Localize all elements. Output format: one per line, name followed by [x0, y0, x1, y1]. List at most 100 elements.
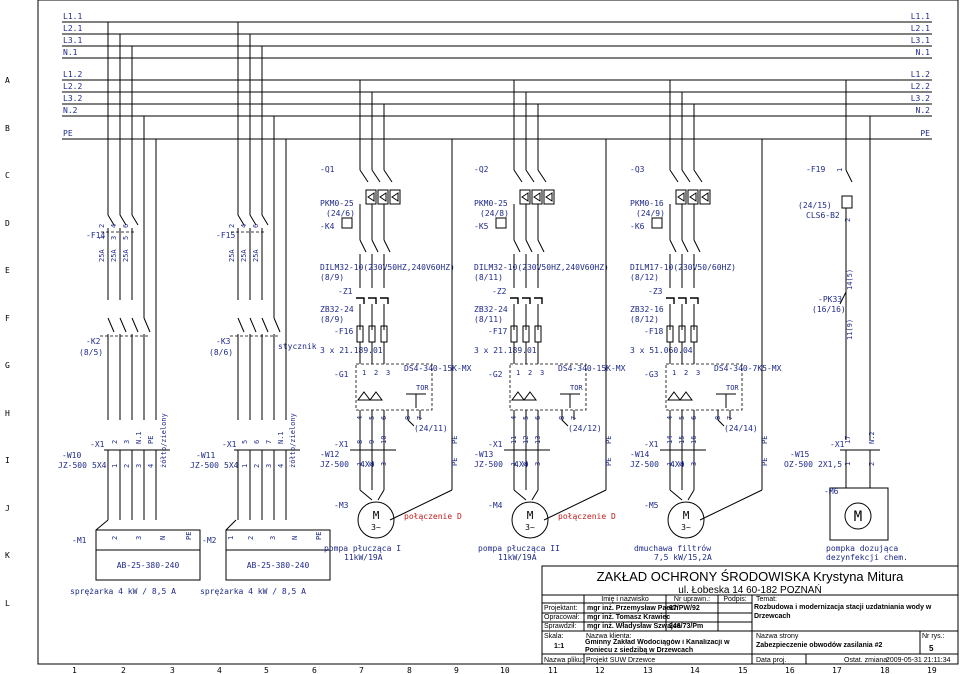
col-permit: Nr uprawn.: [674, 596, 710, 603]
k-label: -K5 [474, 222, 489, 231]
motor-desc2: 11kW/19A [498, 553, 537, 562]
projektant-permit: 67/PW/92 [669, 605, 700, 612]
row-letter: L [5, 599, 10, 608]
rail-label-right: L2.1 [911, 24, 930, 33]
data-label: Data proj. [756, 657, 786, 664]
k-type: DILM32-10(230V50HZ,240V60HZ) [474, 263, 609, 272]
x1-term: 3 [123, 440, 131, 444]
w-term: 1 [241, 464, 249, 468]
g-box [665, 363, 743, 411]
pk33-ref: (16/16) [812, 305, 846, 314]
m2-type: AB-25-380-240 [247, 561, 310, 570]
f-rating: 25A [122, 249, 130, 262]
w-term: 2 [123, 464, 131, 468]
z-type: ZB32-24 [474, 305, 508, 314]
m1-label: -M1 [72, 536, 87, 545]
w-size: 4X4 [360, 460, 375, 469]
k2-label: -K2 [86, 337, 101, 346]
m-term: PE [185, 532, 193, 540]
m-term: 3 [269, 536, 277, 540]
x1-term: N.1 [277, 431, 285, 444]
w-label: -W13 [474, 450, 493, 459]
w-term: 1 [510, 462, 518, 466]
x1-pe: PE [605, 436, 613, 444]
rail-label-left: L3.1 [63, 36, 82, 45]
motor-desc: pompa płucząca I [324, 544, 401, 553]
q-label: -Q3 [630, 165, 645, 174]
f-terminal: 3 [110, 236, 118, 240]
ostat-label: Ostat. zmiana: [844, 657, 889, 664]
compressor-circuits: -F14 -F15 2 4 6 2 4 6 25A 25A 25A 25A 25… [58, 22, 331, 596]
tor-label: TOR [570, 384, 583, 392]
projektant: mgr inż. Przemysław Paech [587, 605, 678, 612]
g-num: 2 [684, 369, 688, 377]
f14-label: -F14 [86, 231, 105, 240]
rail-label-left: L2.1 [63, 24, 82, 33]
col-number: 8 [407, 666, 412, 674]
tor-label: TOR [726, 384, 739, 392]
motor-symbol [357, 501, 395, 539]
title-block: ZAKŁAD OCHRONY ŚRODOWISKA Krystyna Mitur… [541, 565, 959, 665]
x1-term: 11 [510, 436, 518, 444]
row-letter: C [5, 171, 10, 180]
w10-size: 5X4 [92, 461, 107, 470]
k-label: -K6 [630, 222, 645, 231]
row-letter: K [5, 551, 10, 560]
m-phase: 3~ [525, 523, 535, 532]
w15-label: -W15 [790, 450, 809, 459]
w-term: 1 [356, 462, 364, 466]
k-type: DILM17-10(230V50/60HZ) [630, 263, 736, 272]
w-size: 4X4 [514, 460, 529, 469]
rail-label-right: N.1 [916, 48, 931, 57]
g-type: DS4-340-15K-MX [404, 364, 472, 373]
m-letter: M [373, 509, 380, 522]
motor-note: połączenie D [404, 512, 462, 521]
z-ref: (8/9) [320, 315, 344, 324]
m1-box [95, 529, 201, 581]
bus-rails: L1.1 L2.1 L3.1 N.1 L1.2 L2.2 L3.2 N.2 PE… [62, 12, 932, 140]
col-number: 18 [880, 666, 890, 674]
m2-desc: sprężarka 4 kW / 8,5 A [200, 587, 306, 596]
w-term: 1 [666, 462, 674, 466]
w15-size: 2X1,5 [818, 460, 842, 469]
drawing-frame [37, 0, 959, 665]
col-number: 16 [785, 666, 795, 674]
q-type: PKM0-25 [474, 199, 508, 208]
x1-term: 10 [380, 436, 388, 444]
pk-term: 14(5) [846, 269, 854, 290]
z-type: ZB32-24 [320, 305, 354, 314]
x1-term: 16 [690, 436, 698, 444]
x1-term: 15 [678, 436, 686, 444]
f-desc: 3 x 21.189.01 [320, 346, 383, 355]
x1-term: 7 [265, 440, 273, 444]
k-type: DILM32-10(230V50HZ,240V60HZ) [320, 263, 455, 272]
rail-label-left: L3.2 [63, 94, 82, 103]
g-label: -G2 [488, 370, 503, 379]
rail-label-left: N.2 [63, 106, 78, 115]
w-type: JZ-500 [320, 460, 349, 469]
w-type: JZ-500 [474, 460, 503, 469]
w15-type: OZ-500 [784, 460, 813, 469]
motor-circuits: -Q1 PKM0-25 (24/6) -K4 DILM32-10(230V50H… [320, 80, 782, 562]
row-letter: J [5, 504, 10, 513]
k-coil [495, 217, 507, 229]
w-term: 2 [522, 462, 530, 466]
motor-circuit: -Q1 PKM0-25 (24/6) -K4 DILM32-10(230V50H… [320, 80, 472, 562]
motor-desc: pompa płucząca II [478, 544, 560, 553]
col-number: 12 [595, 666, 605, 674]
w11-label: -W11 [196, 451, 215, 460]
col-number: 5 [264, 666, 269, 674]
m-term: N [291, 536, 299, 540]
x1-label: -X1 [334, 440, 349, 449]
sprawdzil-permit: 246/73/Pm [669, 623, 703, 630]
w-type: JZ-500 [630, 460, 659, 469]
col-number: 1 [72, 666, 77, 674]
g-box [355, 363, 433, 411]
g-box [509, 363, 587, 411]
w-pe: PE [605, 458, 613, 466]
q-ref: (24/6) [326, 209, 355, 218]
w-pe: PE [451, 458, 459, 466]
x1-term: 5 [241, 440, 249, 444]
m-term: 1 [227, 536, 235, 540]
rail-label-right: L2.2 [911, 82, 930, 91]
